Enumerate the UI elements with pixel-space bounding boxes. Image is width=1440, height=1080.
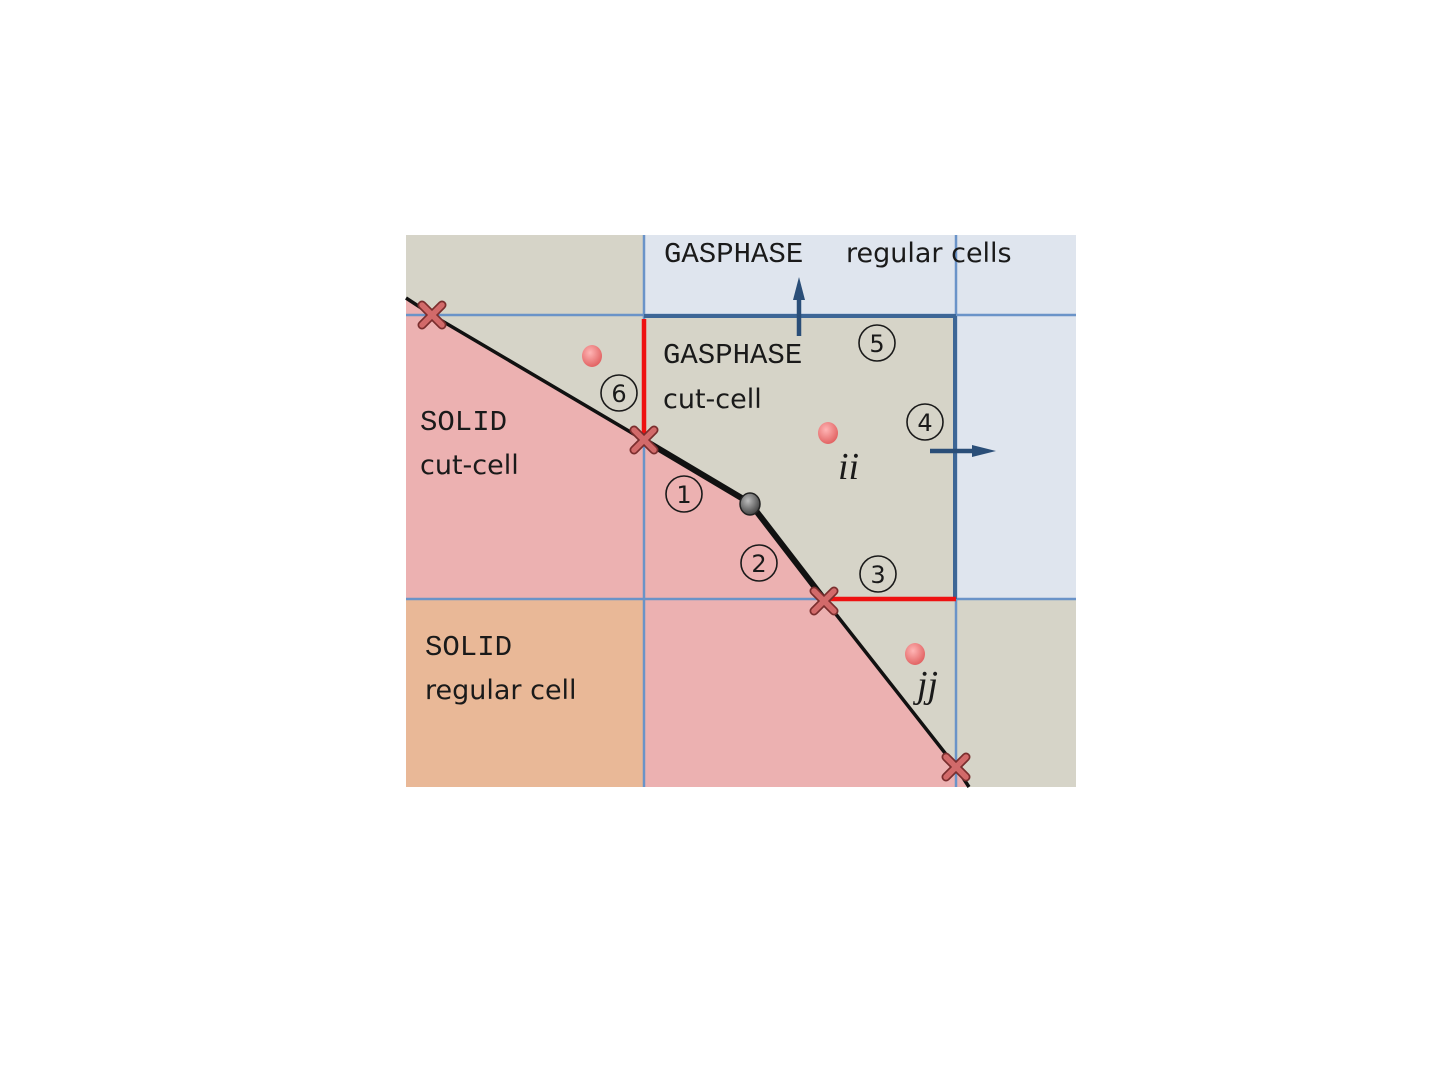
label-solid-regular-mono: SOLID [425, 631, 512, 664]
face-number-3: 3 [859, 555, 897, 593]
cross-marker [417, 300, 447, 330]
label-solid-cut-mono: SOLID [420, 406, 507, 439]
cross-marker [941, 752, 971, 782]
cross-marker [809, 586, 839, 616]
intersection-markers [417, 300, 971, 782]
solid-cutcell-region [406, 298, 824, 599]
label-gasphase-cut-mono: GASPHASE [663, 339, 802, 372]
svg-text:6: 6 [611, 380, 626, 408]
label-gasphase-regular-text: regular cells [846, 238, 1012, 269]
label-cell-ii: ii [838, 446, 859, 488]
svg-text:5: 5 [869, 330, 884, 358]
flux-arrows [793, 277, 996, 457]
centroid-cell-jj [905, 643, 925, 665]
boundary-face-2-thick [747, 501, 827, 601]
face-number-2: 2 [740, 544, 778, 582]
arrow-right-icon [972, 445, 996, 457]
arrow-up-icon [793, 277, 805, 300]
solid-lower-cutcell-region [644, 599, 969, 787]
label-cell-jj: jj [912, 664, 938, 706]
cross-marker [629, 425, 659, 455]
boundary-vertex-node [739, 492, 761, 516]
cell-backgrounds [406, 235, 1076, 787]
svg-text:1: 1 [676, 481, 691, 509]
centroid-cell-ii [818, 422, 838, 444]
gas-cell-top-left [406, 235, 644, 315]
svg-text:2: 2 [751, 550, 766, 578]
cell-centroids [582, 345, 925, 665]
face-number-5: 5 [858, 324, 896, 362]
gas-regular-cell-top [644, 235, 1076, 315]
svg-text:3: 3 [870, 561, 885, 589]
face-numbers: 1 2 3 4 5 6 [600, 324, 944, 593]
boundary-face-1-thick [642, 437, 752, 506]
centroid-solid-cutcell [582, 345, 602, 367]
svg-text:4: 4 [917, 409, 932, 437]
face-number-6: 6 [600, 374, 638, 412]
gas-regular-cell-right [956, 315, 1076, 599]
region-labels: GASPHASE regular cells GASPHASE cut-cell… [420, 238, 1012, 706]
label-gasphase-regular-mono: GASPHASE [664, 238, 803, 271]
highlighted-faces [641, 319, 956, 602]
label-solid-cut-text: cut-cell [420, 450, 519, 481]
solid-regular-cell [406, 599, 644, 787]
face-number-1: 1 [665, 475, 703, 513]
face-number-4: 4 [906, 403, 944, 441]
label-gasphase-cut-text: cut-cell [663, 384, 762, 415]
label-solid-regular-text: regular cell [425, 675, 577, 706]
